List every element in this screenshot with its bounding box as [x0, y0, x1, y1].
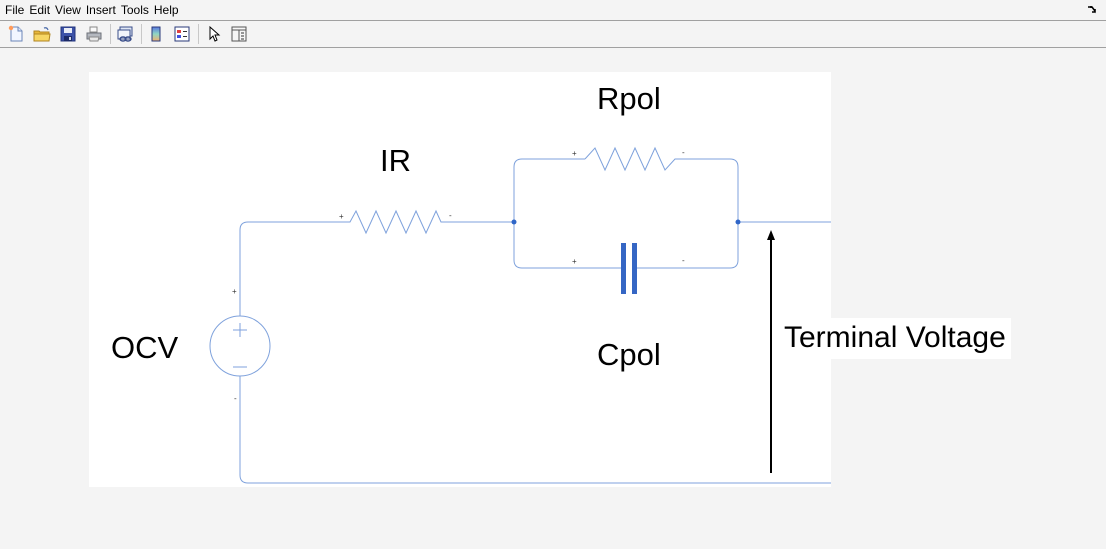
junction-node-left — [511, 219, 517, 225]
menu-insert[interactable]: Insert — [85, 3, 116, 17]
menu-tools[interactable]: Tools — [120, 3, 149, 17]
terminal-voltage-textbox: Terminal Voltage — [778, 318, 1011, 359]
printer-icon — [86, 26, 102, 42]
edit-plot-button[interactable] — [205, 25, 223, 43]
ir-minus-marker: - — [449, 211, 452, 220]
junction-node-right — [735, 219, 741, 225]
cpol-minus-marker: - — [682, 256, 685, 265]
ir-plus-marker: + — [339, 212, 344, 221]
ocv-label: OCV — [111, 330, 179, 365]
rpol-plus-marker: + — [572, 149, 577, 158]
save-button[interactable] — [59, 25, 77, 43]
undock-arrow-icon[interactable] — [1086, 4, 1098, 16]
arrowhead-icon — [767, 230, 775, 240]
rpol-minus-marker: - — [682, 148, 685, 157]
toolbar-separator — [198, 24, 199, 44]
figure-toolbar — [0, 21, 1106, 48]
pointer-arrow-icon — [209, 25, 221, 42]
menu-edit[interactable]: Edit — [29, 3, 51, 17]
plot-tools-icon — [231, 26, 247, 42]
insert-legend-button[interactable] — [173, 25, 191, 43]
cpol-label: Cpol — [597, 337, 661, 372]
toolbar-separator — [141, 24, 142, 44]
insert-colorbar-button[interactable] — [147, 25, 165, 43]
open-folder-icon — [33, 27, 51, 42]
ocv-plus-sign — [233, 323, 247, 337]
ocv-minus-marker: - — [234, 394, 237, 403]
wire-rpol-left — [513, 158, 585, 222]
show-plot-tools-button[interactable] — [230, 25, 248, 43]
cpol-capacitor-plate-left — [621, 243, 626, 294]
cpol-plus-marker: + — [572, 257, 577, 266]
wire-cpol-left — [513, 222, 622, 269]
menu-view[interactable]: View — [55, 3, 81, 17]
wire-cpol-right — [635, 222, 739, 269]
menu-help[interactable]: Help — [153, 3, 179, 17]
terminal-voltage-label: Terminal Voltage — [784, 321, 1006, 354]
save-floppy-icon — [60, 26, 76, 42]
rpol-resistor — [584, 146, 739, 222]
wire-ocv-bottom — [239, 376, 831, 484]
toolbar-separator — [110, 24, 111, 44]
ocv-plus-marker: + — [232, 287, 237, 296]
legend-icon — [174, 26, 190, 42]
menu-bar: File Edit View Insert Tools Help — [0, 0, 1106, 21]
ir-resistor — [340, 209, 455, 235]
cpol-capacitor-plate-right — [632, 243, 637, 294]
print-button[interactable] — [85, 25, 103, 43]
wire-ocv-top — [239, 221, 340, 316]
new-figure-button[interactable] — [7, 25, 25, 43]
new-document-icon — [8, 25, 23, 42]
colorbar-icon — [151, 26, 161, 42]
rpol-label: Rpol — [597, 81, 661, 116]
ir-label: IR — [380, 143, 411, 178]
figure-canvas[interactable] — [89, 72, 831, 487]
link-plot-button[interactable] — [116, 25, 134, 43]
menu-file[interactable]: File — [5, 3, 25, 17]
link-plot-icon — [117, 26, 133, 42]
open-file-button[interactable] — [33, 25, 51, 43]
